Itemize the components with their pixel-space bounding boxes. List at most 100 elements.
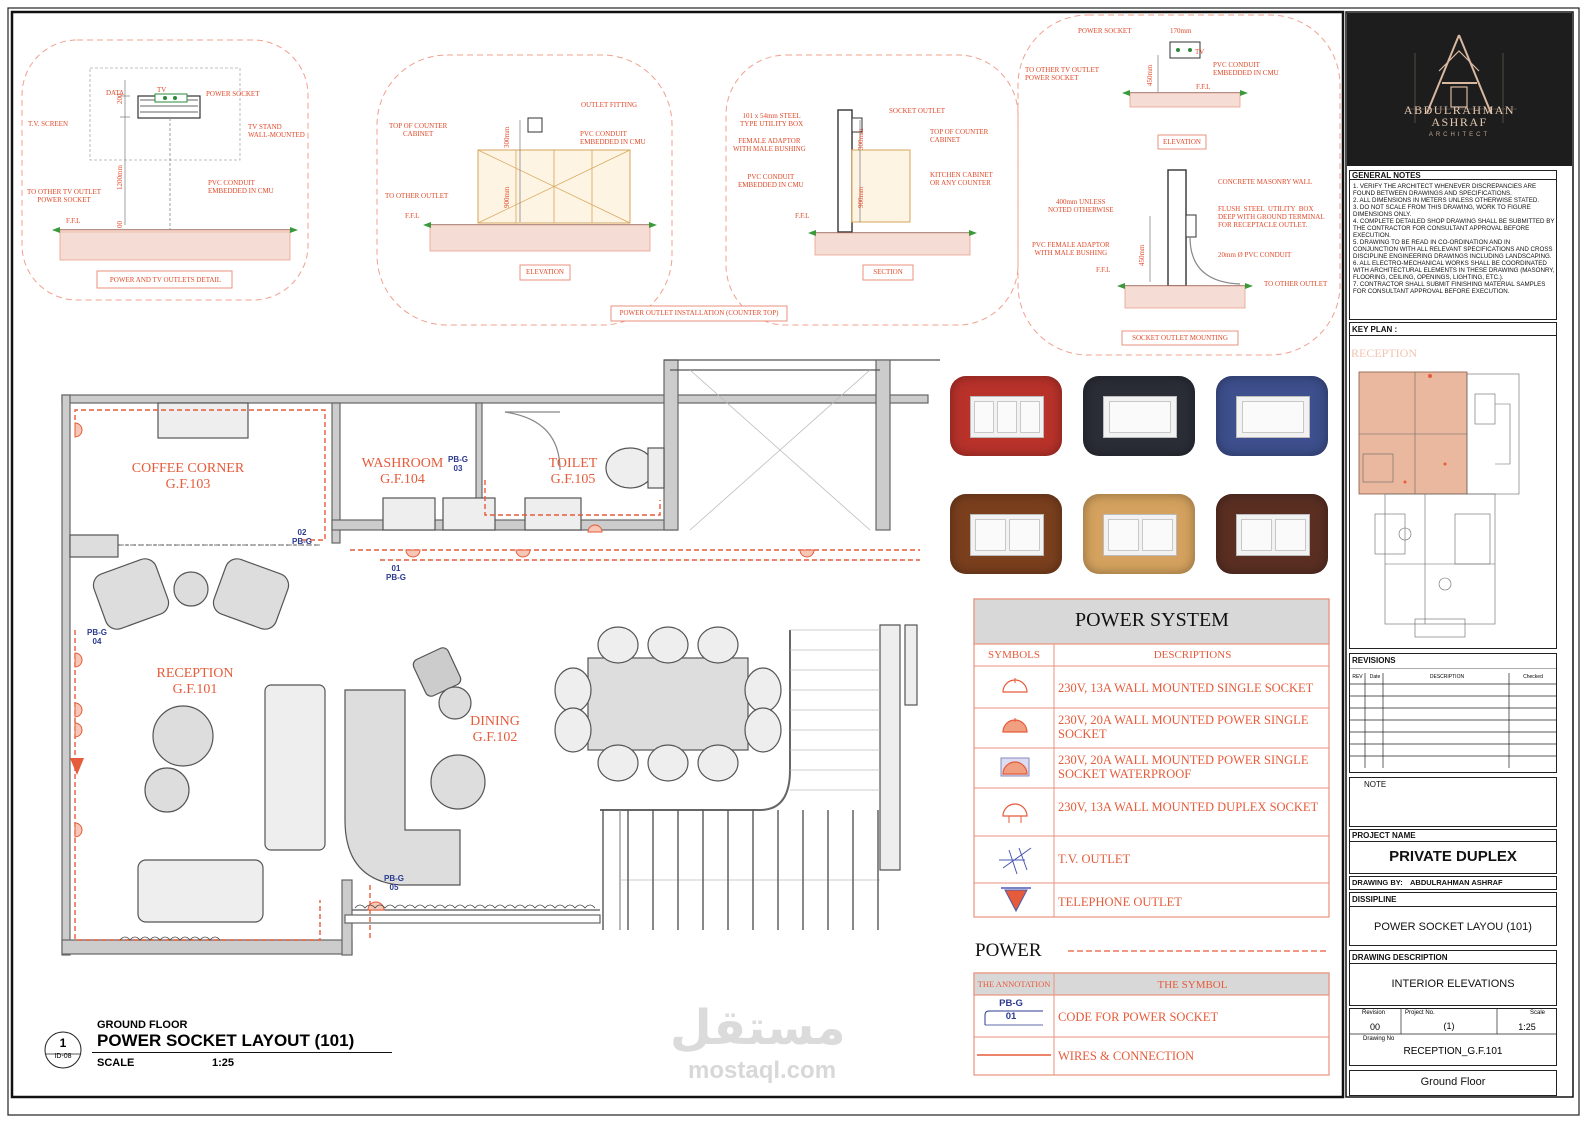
detail4-elev-box (1157, 134, 1207, 150)
detail4-drawing (1117, 41, 1253, 346)
watermark-arabic: مستقل (670, 1002, 846, 1055)
label-data: DATA (106, 89, 125, 97)
detail2-title-box (519, 264, 571, 281)
switch-plate-sample (950, 376, 1062, 456)
drawing-level: GROUND FLOOR (97, 1019, 188, 1031)
legend-desc: 230V, 13A WALL MOUNTED DUPLEX SOCKET (1058, 800, 1319, 814)
logo-name: ABDULRAHMAN ASHRAF (1403, 103, 1516, 129)
drawing-scale-value: 1:25 (212, 1057, 235, 1069)
room-toilet: TOILET G.F.105 (533, 456, 613, 488)
power-code-icon (984, 1010, 1043, 1026)
general-note: 1. VERIFY THE ARCHITECT WHENEVER DISCREP… (1353, 183, 1537, 197)
drawing-no-label: Drawing No (1363, 1036, 1395, 1042)
drawing-description-box (1349, 950, 1557, 1006)
label-outlet-fitting: OUTLET FITTING (581, 101, 638, 109)
floor-plan (61, 359, 940, 956)
room-name: DINING (470, 714, 520, 729)
revisions-grid (1349, 668, 1557, 768)
detail4-mounting-title: SOCKET OUTLET MOUNTING (1132, 334, 1228, 342)
detail2-bubble (376, 54, 673, 326)
room-name: RECEPTION (156, 666, 234, 681)
drawing-sheet-ref: ID-08 (54, 1053, 72, 1060)
detail1-title-box (96, 270, 233, 289)
dim-170: 170mm (1170, 27, 1192, 35)
room-name: TOILET (548, 456, 598, 471)
logo-sub: ARCHITECT (1428, 132, 1491, 138)
switch-plate-insert (970, 514, 1044, 556)
label-flush-box: FLUSH STEEL UTILITY BOX DEEP WITH GROUND… (1218, 205, 1325, 229)
label-concrete-wall: CONCRETE MASONRY WALL (1218, 178, 1313, 186)
switch-plate-sample (1216, 494, 1328, 574)
scale-value: 1:25 (1518, 1022, 1536, 1032)
detail4-bubble (1017, 14, 1341, 356)
label-female-adaptor: FEMALE ADAPTOR WITH MALE BUSHING (733, 137, 806, 153)
room-reception: RECEPTION G.F.101 (140, 666, 250, 698)
switch-rocker (1240, 519, 1272, 551)
duplex-socket-icon (1002, 803, 1028, 823)
switch-plate-insert (1103, 514, 1177, 556)
label-power-socket-4: POWER SOCKET (1078, 27, 1132, 35)
switch-rocker (974, 401, 994, 433)
drawing-number-bubble (44, 1031, 82, 1069)
rev-col: DESCRIPTION (1429, 674, 1465, 680)
detail1-bubble (21, 39, 309, 301)
drawing-title: POWER SOCKET LAYOUT (101) (97, 1031, 355, 1050)
room-name: WASHROOM (361, 456, 444, 471)
room-coffee-corner: COFFEE CORNER G.F.103 (118, 461, 258, 493)
legend-col-symbols: SYMBOLS (988, 649, 1040, 661)
annotation-code: PB-G (999, 998, 1023, 1009)
waterproof-socket-icon (1000, 757, 1030, 777)
drawing-by-label: DRAWING BY: (1352, 878, 1403, 887)
general-note: 7. CONTRACTOR SHALL SUBMIT FINISHING MAT… (1353, 281, 1546, 295)
detail1-title: POWER AND TV OUTLETS DETAIL (109, 276, 222, 284)
switch-rocker (1141, 519, 1173, 551)
drawing-no: RECEPTION_G.F.101 (1403, 1046, 1503, 1057)
room-code: G.F.105 (550, 472, 596, 487)
label-socket-outlet: SOCKET OUTLET (889, 107, 946, 115)
revisions-label: REVISIONS (1352, 656, 1396, 665)
switch-rocker (1274, 519, 1306, 551)
power-socket-20a-icon (1002, 718, 1028, 733)
project-name-label: PROJECT NAME (1352, 831, 1416, 840)
dim-300-3: 300mm (857, 128, 865, 150)
drawing-by: ABDULRAHMAN ASHRAF (1410, 878, 1503, 887)
switch-plate-insert (1236, 514, 1310, 556)
legend-desc: 230V, 20A WALL MOUNTED POWER SINGLE SOCK… (1058, 753, 1309, 781)
drawing-number: 1 (59, 1036, 67, 1050)
discipline-box (1349, 892, 1557, 946)
label-pvc-3: PVC CONDUIT EMBEDDED IN CMU (738, 173, 804, 189)
watermark-latin: mostaql.com (688, 1057, 837, 1084)
scale-label: Scale (1530, 1010, 1546, 1016)
detail2-drawing (423, 117, 657, 252)
rev-col: Date (1369, 674, 1381, 680)
label-pvc-1: PVC CONDUIT EMBEDDED IN CMU (208, 179, 274, 195)
dim-900-3: 900mm (857, 186, 865, 208)
revision-label: Revision (1362, 1010, 1386, 1016)
detail3-bubble (725, 54, 1019, 326)
switch-rocker (997, 401, 1017, 433)
project-name-box (1349, 829, 1557, 874)
switch-rocker (974, 519, 1006, 551)
label-tv-4: TV (1195, 48, 1205, 56)
annotation-desc: CODE FOR POWER SOCKET (1058, 1010, 1219, 1024)
label-to-other-outlet: TO OTHER OUTLET (1264, 280, 1328, 288)
general-note: 2. ALL DIMENSIONS IN METERS UNLESS OTHER… (1353, 197, 1540, 204)
drawing-description-rule (1349, 963, 1557, 964)
detail4-mount-box (1121, 330, 1239, 346)
note-box (1349, 777, 1557, 827)
details-area (21, 14, 1341, 356)
discipline-rule (1349, 906, 1557, 907)
switch-rocker (1242, 401, 1304, 433)
label-to-other-2: TO OTHER OUTLET (385, 192, 449, 200)
switch-plate-sample (950, 494, 1062, 574)
power-heading: POWER (975, 940, 1042, 961)
label-top-counter-3: TOP OF COUNTER CABINET (930, 128, 989, 144)
legend-table (973, 598, 1330, 918)
legend-desc: TELEPHONE OUTLET (1058, 895, 1182, 909)
logo-house-icon (1407, 34, 1517, 123)
general-note: 5. DRAWING TO BE READ IN CO-ORDINATION A… (1353, 239, 1553, 260)
general-note: 6. ALL ELECTRO-MECHANICAL WORKS SHALL BE… (1353, 260, 1555, 281)
